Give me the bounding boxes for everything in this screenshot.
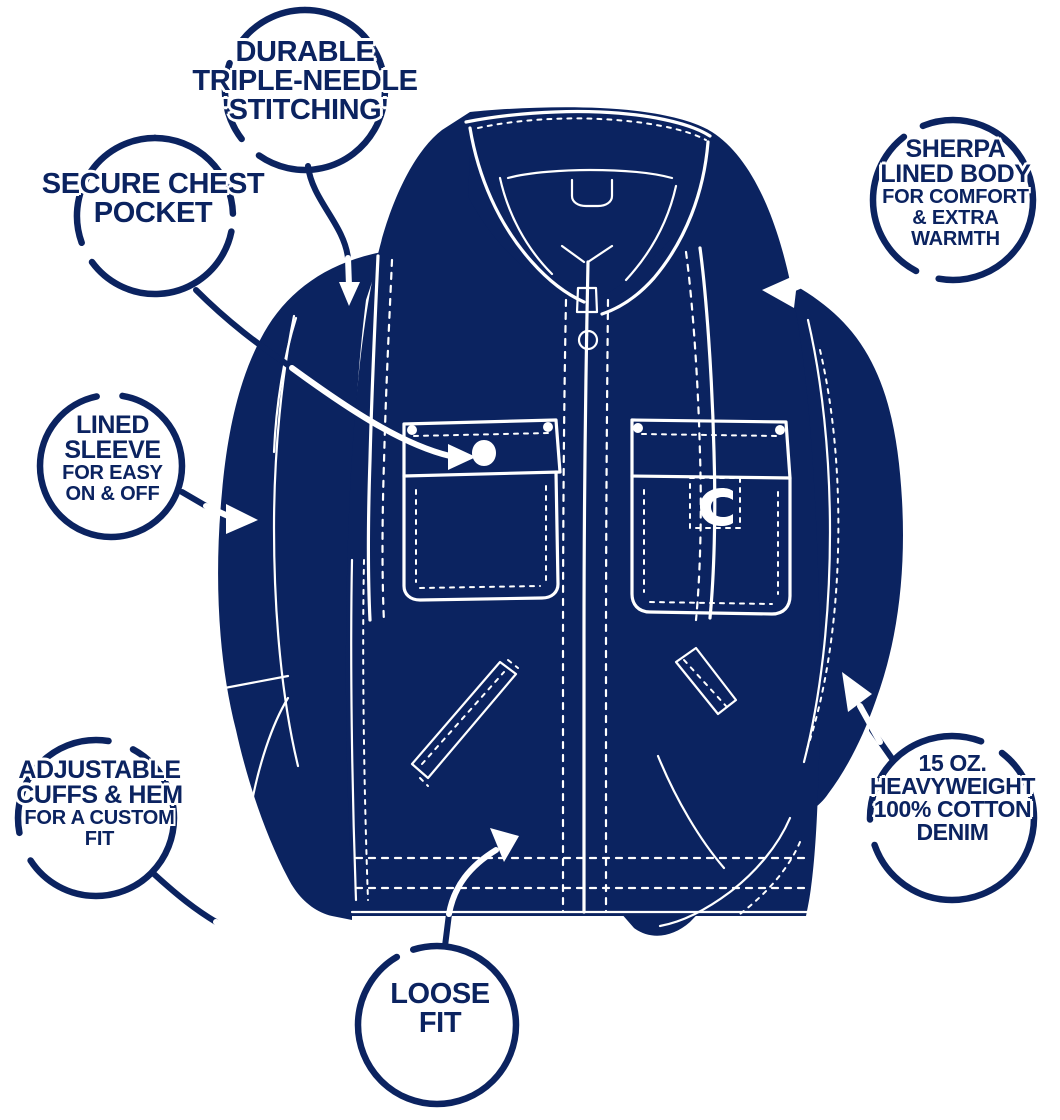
callout-line: TRIPLE-NEEDLE — [192, 65, 418, 97]
right-hand-pocket — [674, 646, 738, 716]
leader-sherpa-white — [787, 251, 877, 293]
brand-patch-outline — [689, 477, 741, 529]
hanger-loop — [570, 178, 614, 208]
jacket-silhouette — [212, 107, 903, 947]
callout-subline: WARMTH — [911, 227, 1000, 250]
brand-mark-icon — [700, 488, 733, 526]
callout-rings — [14, 6, 1038, 1108]
callout-line: DURABLE — [235, 36, 375, 68]
collar-outline — [464, 109, 712, 138]
placket-stitch-right — [604, 298, 610, 914]
left-side-stitch — [362, 559, 369, 901]
callout-label-denim: 15 OZ. HEAVYWEIGHT 100% COTTON DENIM — [845, 752, 1060, 844]
callout-line: LOOSE — [390, 978, 490, 1010]
left-sleeve — [218, 252, 382, 920]
leader-cuffs — [151, 871, 219, 925]
arrow-chest-pocket — [448, 444, 476, 470]
callout-label-lined-sleeve: LINED SLEEVE FOR EASY ON & OFF — [25, 413, 200, 505]
collar-right-wing — [600, 140, 710, 316]
callout-label-stitching: DURABLE TRIPLE-NEEDLE 'STITCHING' — [175, 38, 435, 125]
leader-chest-pocket — [193, 287, 295, 371]
right-shoulder-seam — [698, 246, 717, 620]
ring-adjustable-cuffs[interactable] — [14, 736, 178, 900]
leader-lined-sleeve-white — [203, 503, 231, 519]
callout-label-chest-pocket: SECURE CHEST POCKET — [23, 170, 283, 228]
callout-subline: FOR A CUSTOM — [24, 807, 175, 829]
arrow-denim — [842, 672, 872, 712]
callout-line: 15 OZ. — [918, 750, 987, 776]
left-hand-pocket — [410, 659, 519, 787]
neck-tape — [506, 168, 674, 180]
collar-topstitch — [477, 117, 707, 141]
callout-line: LINED BODY — [880, 160, 1031, 188]
ring-denim[interactable] — [866, 732, 1038, 904]
callout-line: FIT — [418, 1007, 462, 1039]
callout-line: POCKET — [93, 197, 213, 229]
left-chest-pocket — [402, 418, 562, 602]
leader-denim-white — [857, 703, 883, 745]
zipper-slider — [575, 286, 599, 314]
leader-lines — [151, 163, 896, 980]
leader-lined-sleeve — [179, 489, 209, 509]
pocket-snap — [472, 440, 496, 466]
ring-chest-pocket[interactable] — [73, 134, 237, 298]
leader-loose-fit — [442, 911, 452, 949]
callout-line: CUFFS & HEM — [16, 781, 183, 809]
left-shoulder-seam — [366, 254, 380, 622]
arrow-cuffs — [276, 946, 312, 980]
collar-left-wing — [468, 126, 586, 304]
callout-label-adjustable-cuffs: ADJUSTABLE CUFFS & HEM FOR A CUSTOM FIT — [0, 758, 207, 850]
leader-loose-fit-white — [446, 847, 499, 917]
callout-line: SHERPA — [905, 135, 1006, 163]
ring-stitching[interactable] — [221, 6, 389, 174]
zipper-pull — [577, 310, 599, 351]
callout-label-loose-fit: LOOSE FIT — [355, 980, 525, 1038]
leader-stitching — [305, 163, 351, 261]
callout-label-sherpa: SHERPA LINED BODY FOR COMFORT & EXTRA WA… — [858, 137, 1053, 249]
left-cuff — [212, 674, 346, 946]
callout-line: SECURE CHEST — [41, 168, 265, 200]
callout-line: ADJUSTABLE — [18, 756, 181, 784]
right-sleeve-yoke — [802, 318, 832, 764]
callout-line: DENIM — [916, 819, 989, 845]
leader-stitching-white — [345, 255, 352, 289]
callout-subline: FOR EASY — [62, 462, 163, 484]
collar-right-inner — [624, 184, 678, 282]
callout-line: SLEEVE — [64, 436, 161, 464]
arrow-stitching — [339, 282, 360, 306]
left-sleeve-fold — [272, 316, 298, 454]
ring-sherpa[interactable] — [869, 116, 1037, 284]
right-cuff — [656, 754, 801, 947]
left-shoulder-stitch — [381, 258, 394, 624]
leader-cuffs-white — [213, 919, 285, 965]
right-chest-pocket — [630, 418, 792, 616]
placket-stitch-left — [561, 298, 568, 914]
arrow-sherpa — [762, 274, 798, 308]
zipper-tape — [582, 260, 590, 914]
callout-subline: & EXTRA — [912, 206, 999, 229]
callout-line: 100% COTTON — [873, 796, 1032, 822]
right-sleeve-stitch — [805, 349, 840, 753]
callout-subline: FOR COMFORT — [882, 186, 1029, 208]
ring-lined-sleeve[interactable] — [36, 391, 186, 541]
ring-loose-fit[interactable] — [354, 942, 520, 1108]
collar-v-notch — [560, 244, 614, 264]
arrow-loose-fit — [490, 828, 519, 862]
leader-chest-pocket-white — [289, 365, 453, 459]
callout-line: HEAVYWEIGHT — [869, 773, 1036, 799]
collar-left-inner — [498, 176, 554, 276]
arrow-lined-sleeve — [226, 504, 258, 534]
callout-line: LINED — [75, 411, 149, 439]
left-side-seam — [350, 558, 358, 902]
callout-subline: FIT — [84, 827, 115, 850]
callout-subline: ON & OFF — [65, 482, 160, 505]
callout-line: 'STITCHING' — [222, 94, 388, 126]
